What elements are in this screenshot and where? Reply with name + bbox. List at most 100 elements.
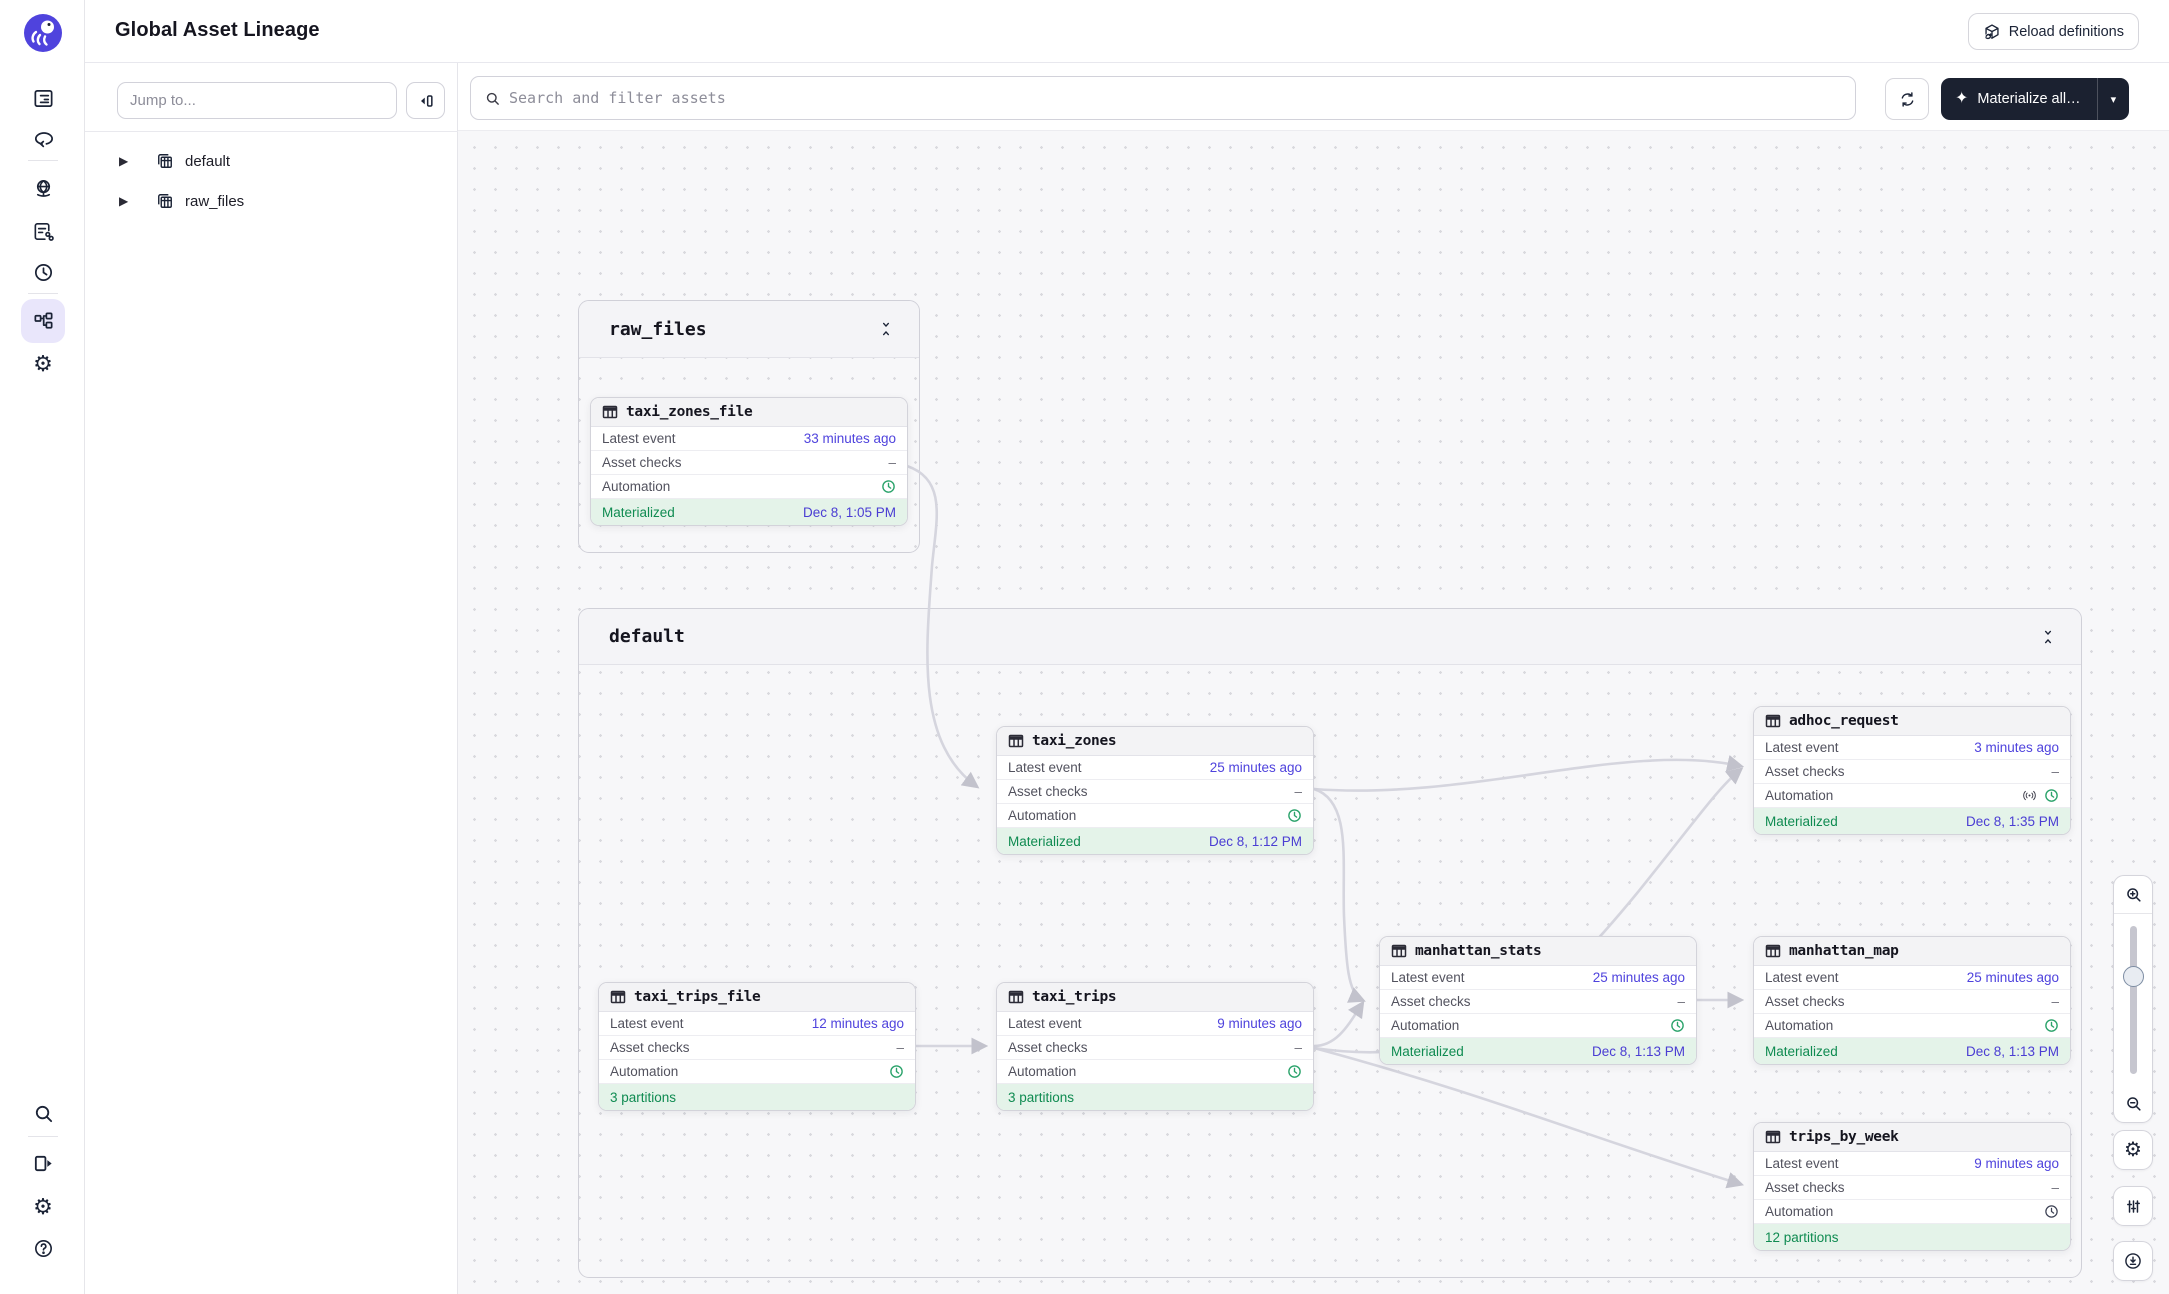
latest-event-value[interactable]: 25 minutes ago [1209,760,1302,775]
partitions-status[interactable]: 12 partitions [1754,1224,2070,1250]
zoom-in-button[interactable] [2114,876,2152,914]
group-default: default [578,608,2082,1278]
asset-node-header[interactable]: trips_by_week [1754,1123,2070,1152]
caret-right-icon[interactable]: ▶ [119,194,129,208]
group-header: default [579,609,2081,665]
graph-settings-button[interactable]: ⚙ [2113,1130,2153,1170]
status-value[interactable]: Dec 8, 1:35 PM [1965,813,2059,829]
status-value[interactable]: Dec 8, 1:13 PM [1591,1043,1685,1059]
help-button[interactable] [21,1226,65,1270]
latest-event-value[interactable]: 33 minutes ago [803,431,896,446]
partitions-status[interactable]: 3 partitions [997,1084,1313,1110]
status-value[interactable]: Dec 8, 1:12 PM [1208,833,1302,849]
asset-checks-value: – [1294,784,1302,799]
asset-node-header[interactable]: manhattan_map [1754,937,2070,966]
asset-node-header[interactable]: taxi_zones [997,727,1313,756]
gear-icon: ⚙ [33,351,53,376]
refresh-button[interactable] [1885,78,1929,120]
table-icon [602,405,618,419]
expand-panel-button[interactable] [21,1141,65,1185]
latest-event-value[interactable]: 9 minutes ago [1974,1156,2059,1171]
tree-item-default[interactable]: ▶ default [85,141,458,181]
jobs-nav-button[interactable] [21,209,65,253]
schedules-nav-button[interactable] [21,250,65,294]
status-label: 3 partitions [1008,1089,1075,1105]
zoom-out-button[interactable] [2114,1084,2152,1122]
latest-event-value[interactable]: 3 minutes ago [1974,740,2059,755]
refresh-icon [1901,91,1913,107]
table-icon [1008,734,1024,748]
zoom-slider-track[interactable] [2130,926,2137,1074]
dagster-logo[interactable] [22,12,64,54]
clock-icon [34,263,52,281]
zoom-slider-thumb[interactable] [2123,966,2144,987]
materialize-all-main[interactable]: ✦ Materialize all… [1941,78,2097,120]
caret-right-icon[interactable]: ▶ [119,154,129,168]
collapse-group-button[interactable] [2041,628,2055,646]
latest-event-value[interactable]: 25 minutes ago [1592,970,1685,985]
schedule-clock-icon [882,480,895,493]
collapse-vertical-icon [882,322,890,336]
tree-item-raw-files[interactable]: ▶ raw_files [85,181,458,221]
materialization-status[interactable]: Materialized Dec 8, 1:13 PM [1380,1038,1696,1064]
user-settings-button[interactable]: ⚙ [21,1185,65,1229]
latest-event-value[interactable]: 25 minutes ago [1966,970,2059,985]
deployment-nav-button[interactable] [21,166,65,210]
materialize-dropdown-button[interactable]: ▾ [2096,78,2130,120]
table-icon [1765,944,1781,958]
asset-node-header[interactable]: adhoc_request [1754,707,2070,736]
latest-event-value[interactable]: 12 minutes ago [811,1016,904,1031]
collapse-group-button[interactable] [879,320,893,338]
status-value[interactable]: Dec 8, 1:05 PM [802,504,896,520]
rail-divider [28,293,58,294]
settings-nav-button[interactable]: ⚙ [21,342,65,386]
asset-name: taxi_trips_file [634,989,761,1005]
collapse-panel-button[interactable] [406,82,445,119]
search-nav-button[interactable] [21,1091,65,1135]
table-icon [610,990,626,1004]
asset-node-header[interactable]: manhattan_stats [1380,937,1696,966]
page-title: Global Asset Lineage [115,19,320,41]
graph-filters-button[interactable] [2113,1186,2153,1226]
jump-to-input[interactable] [117,82,397,119]
reload-definitions-button[interactable]: Reload definitions [1967,13,2139,50]
asset-checks-value: – [896,1040,904,1055]
download-view-button[interactable] [2113,1241,2153,1281]
asset-checks-label: Asset checks [1391,994,1471,1009]
asset-node-header[interactable]: taxi_zones_file [591,398,907,427]
status-label: Materialized [1391,1043,1464,1059]
automation-label: Automation [1008,1064,1077,1079]
status-label: 12 partitions [1765,1229,1839,1245]
runs-nav-button[interactable] [21,116,65,160]
asset-checks-label: Asset checks [1765,764,1845,779]
search-assets-input[interactable] [509,78,1839,118]
globe-icon [36,179,50,197]
partitions-status[interactable]: 3 partitions [599,1084,915,1110]
asset-node-header[interactable]: taxi_trips [997,983,1313,1012]
schedule-clock-icon [2045,1205,2058,1218]
asset-node-header[interactable]: taxi_trips_file [599,983,915,1012]
asset-lineage-nav-button[interactable] [21,299,65,343]
asset-checks-value: – [1294,1040,1302,1055]
table-icon [1008,990,1024,1004]
materialize-all-button[interactable]: ✦ Materialize all… ▾ [1941,78,2130,120]
table-icon [1765,1130,1781,1144]
lineage-canvas[interactable]: raw_files default [458,131,2169,1294]
help-icon [34,1239,52,1257]
status-value[interactable]: Dec 8, 1:13 PM [1965,1043,2059,1059]
latest-event-value[interactable]: 9 minutes ago [1217,1016,1302,1031]
group-title: default [609,626,685,647]
overview-nav-button[interactable] [21,76,65,120]
